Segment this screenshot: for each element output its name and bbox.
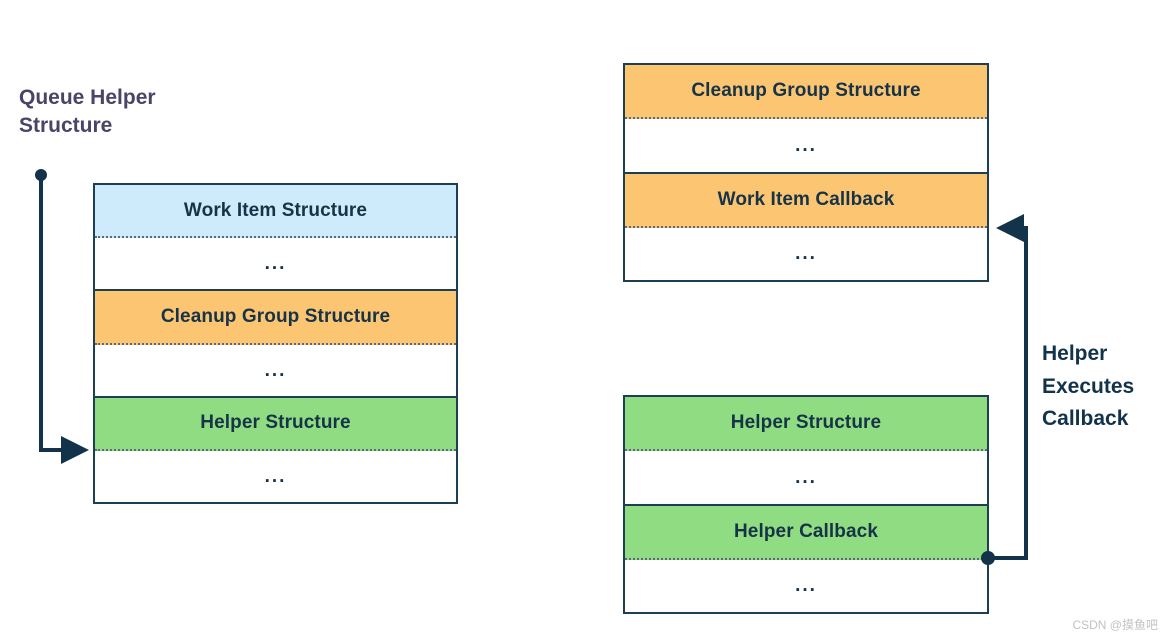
- row-header-cleanup-group-structure: Cleanup Group Structure: [625, 65, 987, 120]
- ellipsis: ...: [264, 359, 287, 381]
- struct-group: Helper Structure ...: [625, 397, 987, 504]
- struct-group: Helper Callback ...: [625, 503, 987, 612]
- struct-group: Helper Structure ...: [95, 395, 456, 502]
- cleanup-group-structure-table: Cleanup Group Structure ... Work Item Ca…: [623, 63, 989, 282]
- row-body: ...: [95, 238, 456, 290]
- row-header-work-item-callback: Work Item Callback: [625, 173, 987, 228]
- ellipsis: ...: [795, 466, 817, 488]
- ellipsis: ...: [264, 253, 287, 275]
- ellipsis: ...: [795, 243, 817, 265]
- struct-group: Cleanup Group Structure ...: [625, 65, 987, 172]
- queue-helper-connector: [35, 169, 89, 464]
- row-body: ...: [95, 450, 456, 502]
- helper-executes-callback-label: Helper Executes Callback: [1042, 342, 1135, 431]
- struct-group: Work Item Structure ...: [95, 185, 456, 290]
- struct-group: Work Item Callback ...: [625, 171, 987, 280]
- row-header-helper-callback: Helper Callback: [625, 505, 987, 560]
- row-body: ...: [95, 344, 456, 396]
- row-header-work-item-structure: Work Item Structure: [95, 185, 456, 239]
- row-body: ...: [625, 451, 987, 504]
- queue-helper-structure-table: Work Item Structure ... Cleanup Group St…: [93, 183, 458, 504]
- row-header-cleanup-group-structure: Cleanup Group Structure: [95, 291, 456, 345]
- row-body: ...: [625, 119, 987, 172]
- ellipsis: ...: [264, 465, 287, 487]
- page-title: Queue Helper Structure: [19, 86, 156, 138]
- watermark: CSDN @摸鱼吧: [1072, 618, 1158, 632]
- struct-group: Cleanup Group Structure ...: [95, 289, 456, 396]
- helper-structure-table: Helper Structure ... Helper Callback ...: [623, 395, 989, 614]
- row-header-helper-structure: Helper Structure: [95, 397, 456, 451]
- ellipsis: ...: [795, 134, 817, 156]
- row-header-helper-structure: Helper Structure: [625, 397, 987, 452]
- row-body: ...: [625, 559, 987, 612]
- row-body: ...: [625, 227, 987, 280]
- ellipsis: ...: [795, 575, 817, 597]
